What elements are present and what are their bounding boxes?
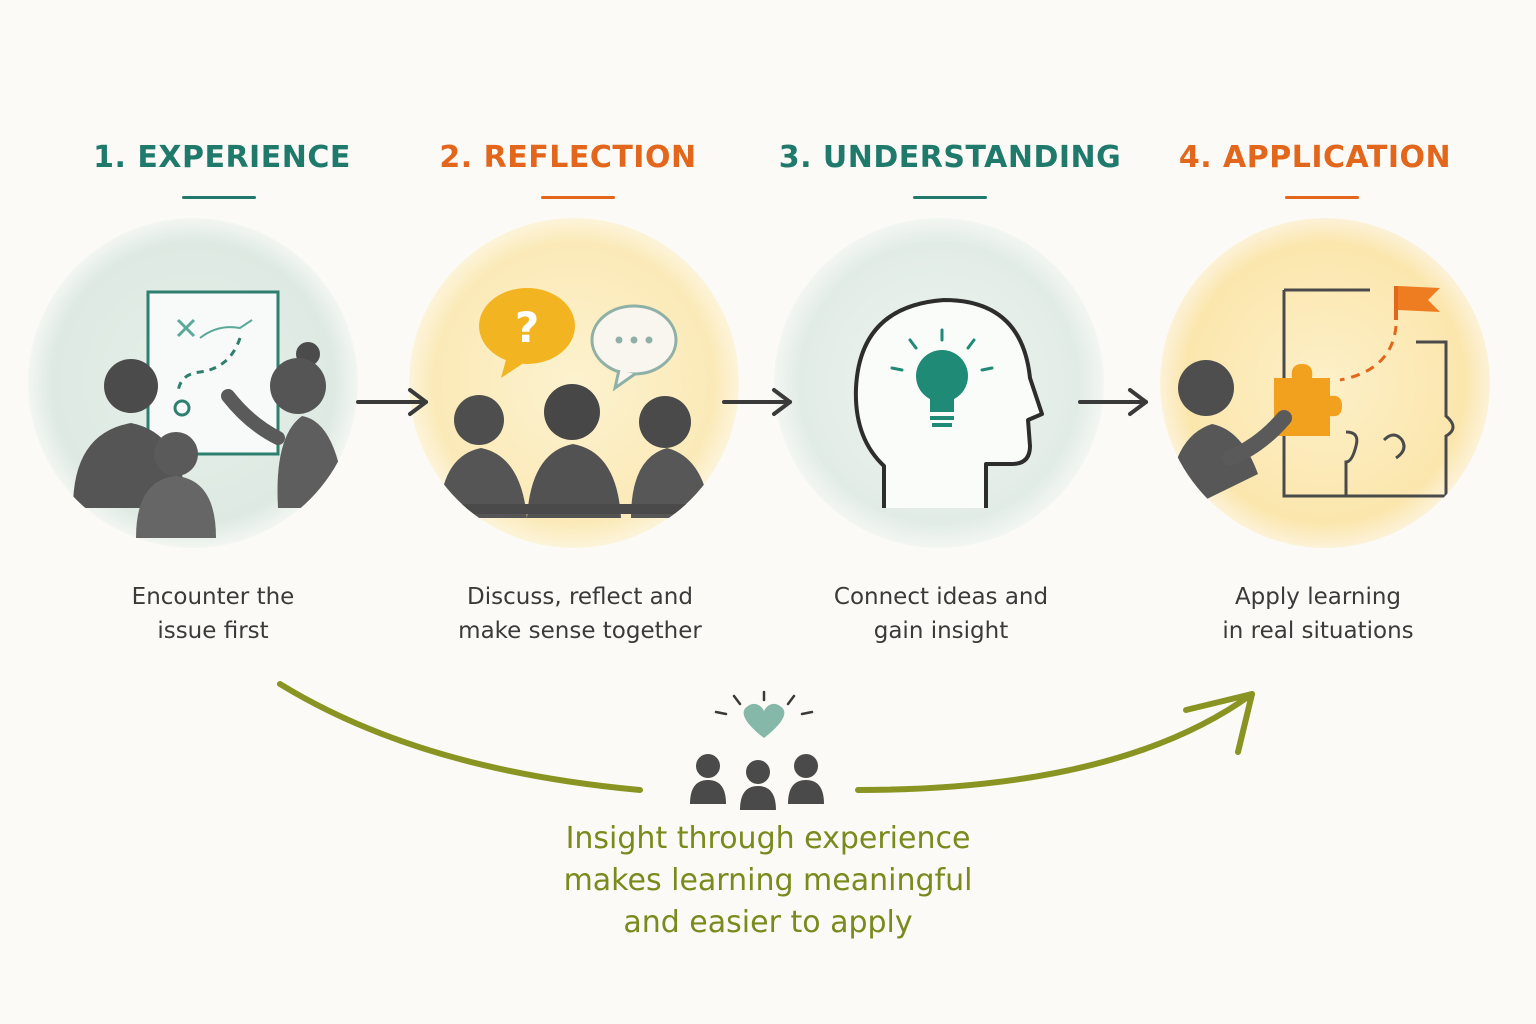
step-1-desc-line-1: Encounter the (131, 584, 295, 610)
step-4-description: Apply learning in real situations (1153, 580, 1483, 648)
step-2-desc-line-1: Discuss, reflect and (467, 584, 693, 610)
step-3-title: 3. UNDERSTANDING (778, 140, 1122, 175)
step-3-description: Connect ideas and gain insight (776, 580, 1106, 648)
step-2-underline (541, 196, 615, 199)
step-2-desc-line-2: make sense together (458, 618, 702, 644)
step-3-illustration (774, 218, 1104, 548)
step-4-desc-line-2: in real situations (1222, 618, 1414, 644)
step-2-title: 2. REFLECTION (439, 140, 697, 175)
step-3-underline (913, 196, 987, 199)
puzzle-flag-icon (1160, 218, 1490, 548)
step-4-title: 4. APPLICATION (1178, 140, 1452, 175)
svg-text:?: ? (515, 303, 539, 352)
step-1-title: 1. EXPERIENCE (93, 140, 351, 175)
step-1-illustration (28, 218, 358, 548)
step-3-desc-line-2: gain insight (873, 618, 1009, 644)
ellipsis-bubble-icon (590, 304, 678, 392)
summary-line-2: makes learning meaningful (563, 863, 973, 898)
step-2-description: Discuss, reflect and make sense together (415, 580, 745, 648)
step-4-desc-line-1: Apply learning (1234, 584, 1402, 610)
head-lightbulb-icon (774, 218, 1104, 548)
step-1-desc-line-2: issue first (157, 618, 269, 644)
summary-text: Insight through experience makes learnin… (468, 818, 1068, 944)
curved-arrow-icon (277, 681, 1255, 793)
summary-line-3: and easier to apply (623, 905, 913, 940)
step-2-illustration: ? (409, 218, 739, 548)
question-bubble-icon: ? (479, 288, 575, 378)
step-4-underline (1285, 196, 1359, 199)
step-4-illustration (1160, 218, 1490, 548)
community-heart-icon (690, 690, 824, 810)
step-1-description: Encounter the issue first (48, 580, 378, 648)
group-discussion-icon: ? (409, 218, 739, 548)
summary-line-1: Insight through experience (565, 821, 971, 856)
step-3-desc-line-1: Connect ideas and (833, 584, 1049, 610)
step-1-underline (182, 196, 256, 199)
team-at-whiteboard-icon (28, 218, 358, 548)
